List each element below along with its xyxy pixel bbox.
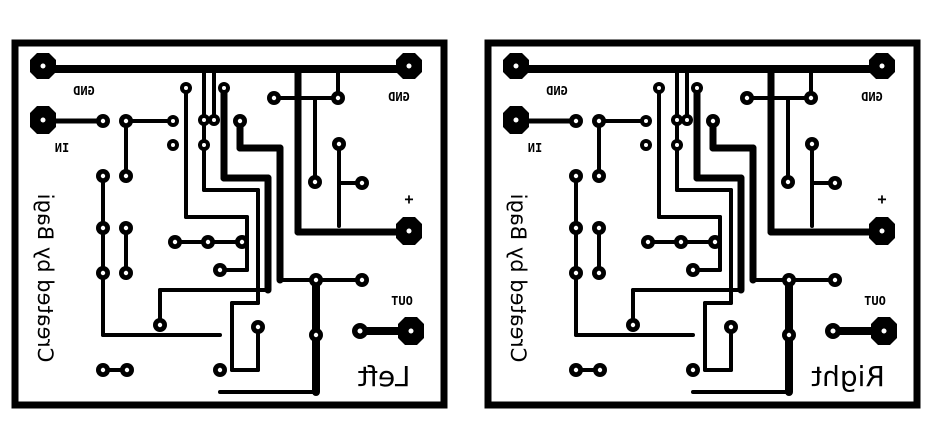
plus-label: + [404,190,413,208]
left-board: GND IN GND + OUT Created by Bagi Left [15,43,444,405]
credit-text: Created by Bagi [506,194,530,363]
channel-label: Left [358,360,411,393]
plus-label: + [877,190,886,208]
gnd-right-label: GND [861,90,883,104]
credit-text: Created by Bagi [33,194,57,363]
gnd-left-label: GND [546,84,568,98]
out-label: OUT [391,294,413,308]
gnd-left-label: GND [73,84,95,98]
out-label: OUT [864,294,886,308]
channel-label: Right [811,360,885,393]
in-label: IN [528,141,542,155]
gnd-right-label: GND [388,90,410,104]
right-board: GND IN GND + OUT Created by Bagi Right [488,43,917,405]
in-label: IN [55,141,69,155]
